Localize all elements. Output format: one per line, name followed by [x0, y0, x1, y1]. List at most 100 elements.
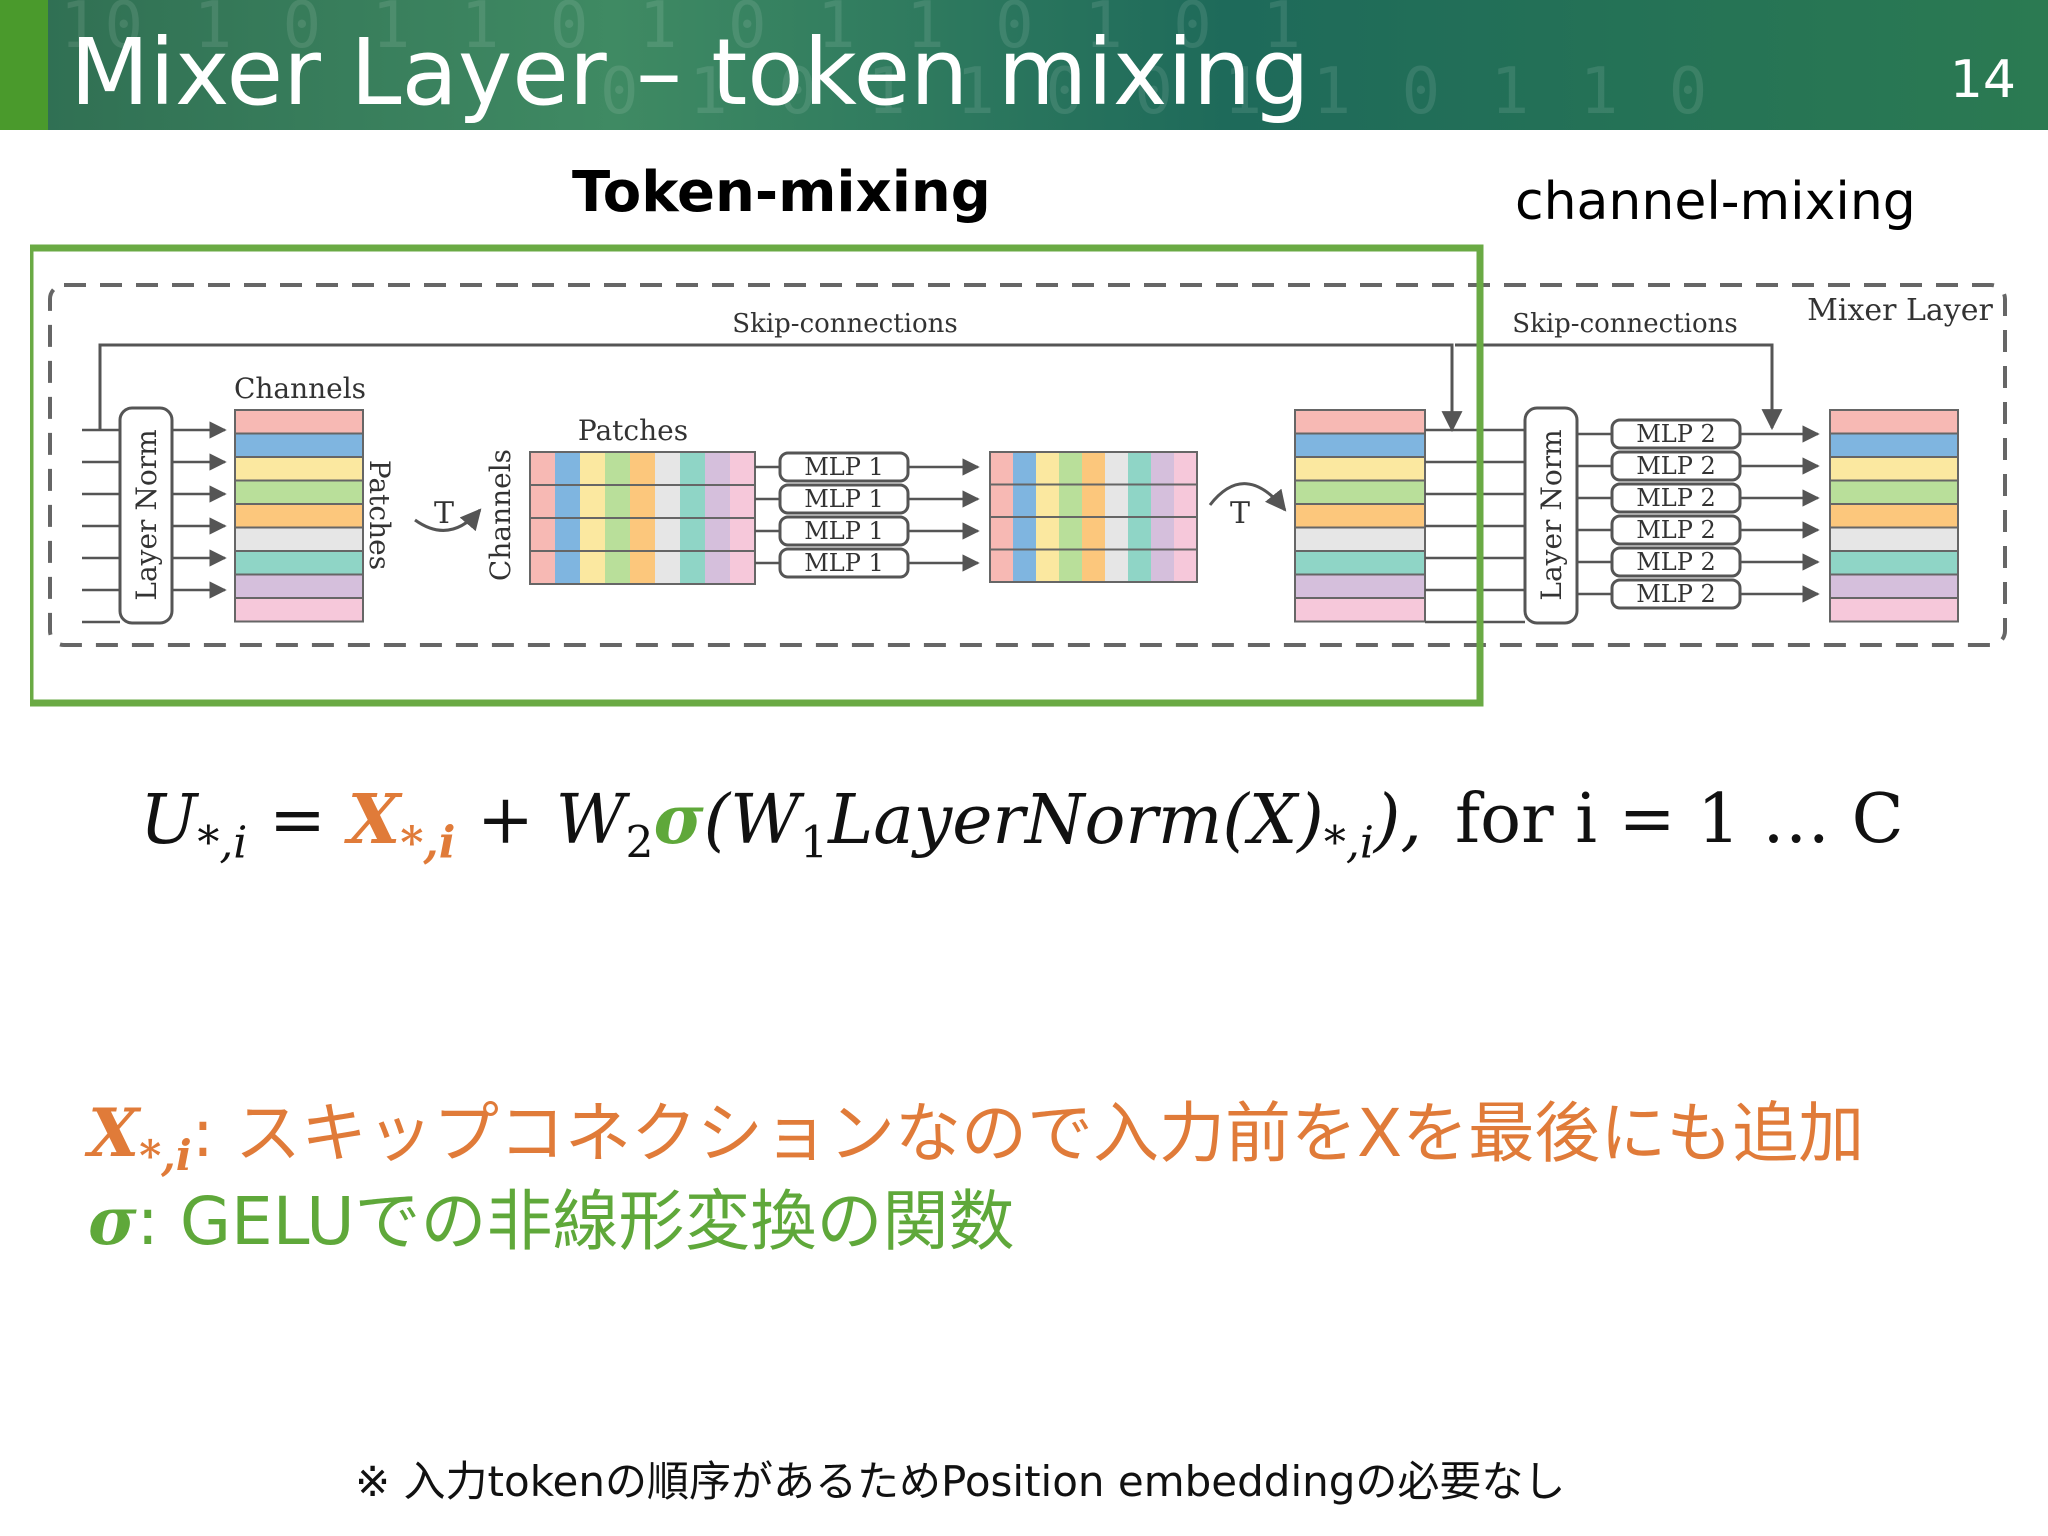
table-row — [234, 597, 364, 623]
layer-norm-label-2: Layer Norm — [1535, 429, 1568, 600]
eq-w1: (W — [703, 781, 801, 860]
mlp2-label: MLP 2 — [1636, 516, 1716, 544]
channel-mixed-table — [1829, 409, 1959, 623]
token-mixing-label: Token-mixing — [572, 160, 991, 225]
mlp2-label: MLP 2 — [1636, 580, 1716, 608]
table-row — [1829, 409, 1959, 435]
table-row — [234, 456, 364, 482]
skip-connection-2 — [1455, 343, 1783, 431]
skip-connections-label-1: Skip-connections — [732, 309, 957, 339]
table-row — [1829, 479, 1959, 505]
table-row — [1829, 526, 1959, 552]
table-row — [234, 503, 364, 529]
channel-mixing-label: channel-mixing — [1515, 172, 1916, 232]
channels-label: Channels — [234, 372, 366, 405]
eq-equals: = — [247, 781, 348, 860]
eq-lhs: U — [140, 781, 198, 860]
input-lines — [82, 428, 120, 624]
token-mixed-table — [1294, 409, 1426, 623]
channels-side-label: Channels — [484, 449, 517, 581]
mixer-layer-label: Mixer Layer — [1807, 293, 1993, 328]
slide-title: Mixer Layer – token mixing — [70, 19, 1310, 126]
transpose-arrow-1 — [414, 508, 482, 532]
mlp1-blocks: MLP 1 MLP 1 MLP 1 MLP 1 — [755, 451, 980, 579]
table-row — [1294, 573, 1426, 599]
eq-for-clause: for i = 1 … C — [1455, 780, 1904, 859]
eq-ln-sub: *,i — [1323, 817, 1374, 869]
mlp1-label: MLP 1 — [804, 485, 884, 513]
mlp1-label: MLP 1 — [804, 517, 884, 545]
mlp2-label: MLP 2 — [1636, 484, 1716, 512]
note-x-symbol: X — [88, 1094, 140, 1172]
transpose-label-2: T — [1230, 496, 1250, 531]
note-sigma-text: : GELUでの非線形変換の関数 — [136, 1183, 1015, 1260]
note-x-text: : スキップコネクションなので入力前をXを最後にも追加 — [191, 1095, 1865, 1172]
mlp2-label: MLP 2 — [1636, 548, 1716, 576]
table-row — [234, 479, 364, 505]
header-binary-decoration: 0 1 0 1 1 0 0 1 1 0 1 1 0 — [600, 55, 1714, 129]
mlp1-label: MLP 1 — [804, 549, 884, 577]
layer-norm-label-1: Layer Norm — [130, 429, 163, 600]
mlp2-label: MLP 2 — [1636, 452, 1716, 480]
page-number: 14 — [1949, 50, 2016, 110]
note-sigma-explanation: σ: GELUでの非線形変換の関数 — [88, 1168, 1015, 1264]
table-row — [234, 550, 364, 576]
eq-close: ), — [1373, 781, 1423, 860]
mixer-layer-diagram: Mixer Layer Skip-connections Skip-connec… — [26, 240, 2030, 710]
layer-norm-block-1 — [118, 406, 174, 625]
slide-header: 10 1 0 1 1 0 1 0 1 1 0 1 0 1 0 1 0 1 1 0… — [0, 0, 2048, 130]
header-accent-bar — [0, 0, 48, 130]
layer-norm-block-2 — [1523, 406, 1579, 625]
table-row — [234, 432, 364, 458]
table-row — [1829, 432, 1959, 458]
table-row — [1829, 550, 1959, 576]
mlp2-blocks: MLP 2 MLP 2 MLP 2 MLP 2 MLP 2 MLP 2 — [1577, 418, 1820, 610]
eq-w2: + W — [455, 781, 626, 860]
table-row — [1294, 409, 1426, 435]
eq-lhs-sub: *,i — [197, 817, 248, 869]
mixed-patches-table — [989, 451, 1198, 583]
eq-w2-sub: 2 — [625, 817, 654, 869]
mlp1-label: MLP 1 — [804, 453, 884, 481]
table-row — [234, 409, 364, 435]
note-x-sub: *,i — [139, 1131, 192, 1181]
table-row — [1294, 550, 1426, 576]
transpose-arrow-2 — [1208, 482, 1287, 512]
table-row — [1294, 503, 1426, 529]
mixer-layer-diagram-svg: Mixer Layer Skip-connections Skip-connec… — [26, 244, 2007, 707]
patches-side-label: Patches — [363, 460, 396, 570]
table-row-outline — [529, 550, 756, 585]
token-mixing-equation: U*,i = X*,i + W2σ(W1LayerNorm(X)*,i), — [140, 780, 1422, 890]
table-row — [234, 573, 364, 599]
table-row — [1829, 597, 1959, 623]
table-row — [1294, 479, 1426, 505]
table-row — [234, 526, 364, 552]
table-row — [1294, 432, 1426, 458]
transpose-label-1: T — [434, 496, 454, 531]
skip-connection-1 — [98, 343, 1463, 433]
eq-w1-sub: 1 — [800, 817, 829, 869]
layer-norm-arrows-1 — [172, 421, 227, 599]
mlp2-label: MLP 2 — [1636, 420, 1716, 448]
eq-x-sub: *,i — [400, 817, 456, 869]
table-row — [1829, 503, 1959, 529]
token-mixing-highlight-box — [26, 244, 1484, 707]
header-binary-decoration: 10 1 0 1 1 0 1 0 1 1 0 1 0 1 — [60, 0, 1307, 63]
eq-layernorm: LayerNorm(X) — [828, 781, 1324, 860]
table-row — [1294, 456, 1426, 482]
table-row — [1294, 526, 1426, 552]
note-sigma-symbol: σ — [88, 1182, 137, 1260]
patches-table — [529, 451, 756, 585]
patches-label: Patches — [578, 414, 688, 447]
table-row — [1829, 456, 1959, 482]
table-row — [1294, 597, 1426, 623]
skip-connections-label-2: Skip-connections — [1512, 309, 1737, 339]
footnote: ※ 入力tokenの順序があるためPosition embeddingの必要なし — [355, 1457, 1566, 1506]
eq-x-term: X — [347, 780, 401, 860]
eq-sigma: σ — [653, 780, 704, 860]
channels-table — [234, 409, 364, 623]
token-output-lines — [1425, 428, 1525, 624]
table-row-outline — [989, 548, 1198, 583]
table-row — [1829, 573, 1959, 599]
note-x-explanation: X*,i: スキップコネクションなので入力前をXを最後にも追加 — [88, 1080, 1864, 1180]
